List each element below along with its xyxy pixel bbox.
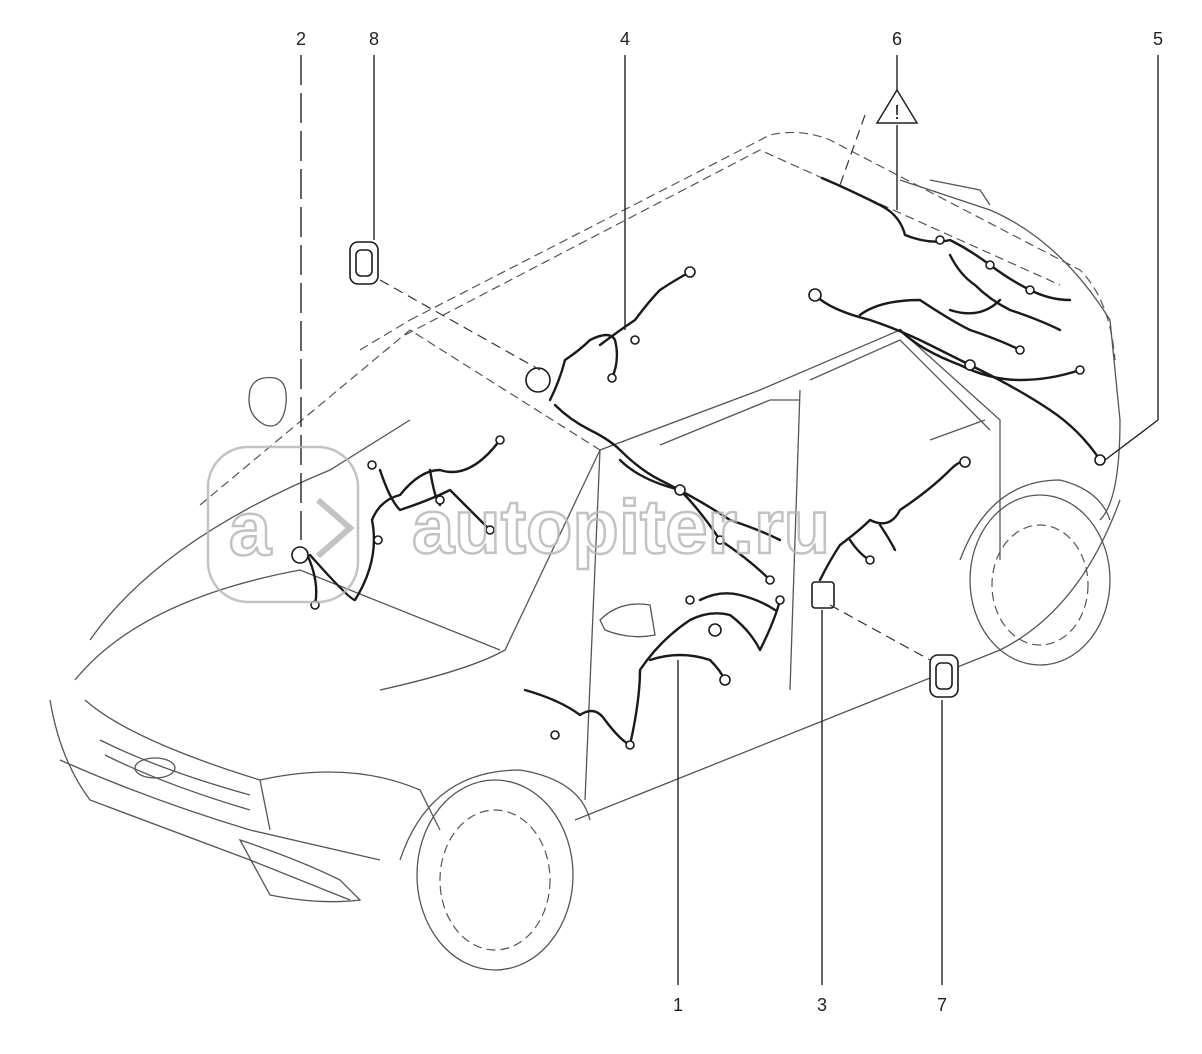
callout-3: 3: [817, 995, 827, 1015]
callout-4: 4: [620, 29, 630, 49]
watermark: a autopiter.ru: [206, 445, 831, 604]
warning-triangle-icon: !: [875, 88, 919, 124]
car-body-outline: [49, 131, 1121, 971]
leader-8-dashed: [379, 279, 541, 371]
harness-roof: [820, 176, 1072, 332]
grommet-part-8: [349, 241, 379, 285]
watermark-arrow-icon: [316, 497, 355, 559]
leader-7-dashed: [829, 604, 931, 661]
harness-hood: [291, 435, 505, 610]
callout-5: 5: [1153, 29, 1163, 49]
callout-7: 7: [937, 995, 947, 1015]
callout-2: 2: [296, 29, 306, 49]
warning-symbol: !: [894, 102, 900, 124]
callout-6: 6: [892, 29, 902, 49]
harness-front-door: [523, 592, 785, 750]
harness-rear-door: [811, 456, 971, 609]
watermark-logo-box: [206, 445, 360, 604]
callout-leaders: [300, 55, 1159, 985]
callout-8: 8: [369, 29, 379, 49]
harness-dashboard: [525, 266, 782, 585]
grommet-part-7: [929, 654, 959, 698]
callout-1: 1: [673, 995, 683, 1015]
harness-floor: [808, 288, 1106, 466]
watermark-text: autopiter.ru: [412, 485, 830, 570]
watermark-logo-letter: a: [229, 487, 272, 572]
leader-6-dashed: [839, 114, 866, 186]
